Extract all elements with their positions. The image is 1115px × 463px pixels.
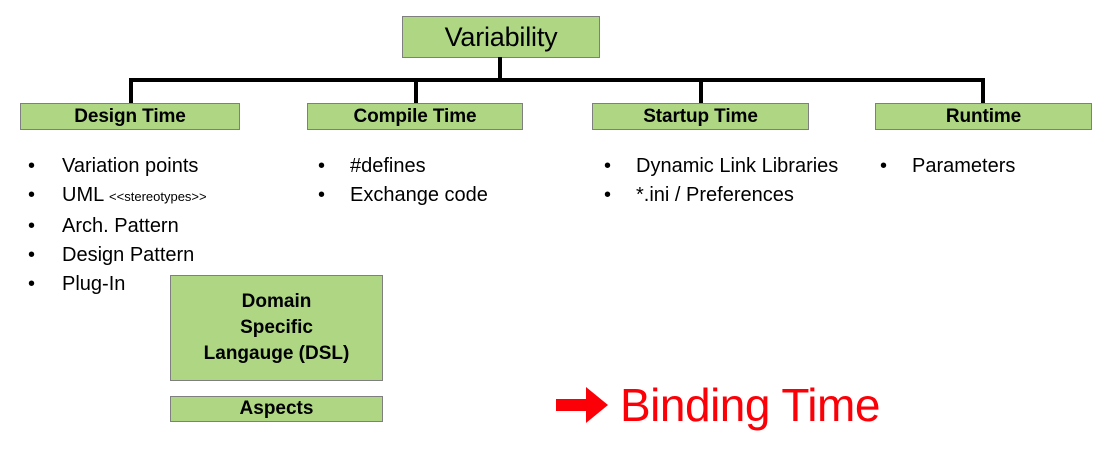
connector-drop-startup-time: [699, 78, 703, 103]
list-item: • UML <<stereotypes>>: [28, 181, 298, 211]
binding-time-callout: Binding Time: [556, 382, 880, 428]
list-item-label: Design Pattern: [62, 244, 195, 266]
list-item: • *.ini / Preferences: [604, 181, 852, 209]
bullet-marker-icon: •: [604, 184, 612, 206]
node-dsl-line-1: Domain: [241, 291, 312, 312]
node-design-time-label: Design Time: [74, 105, 186, 127]
bullet-marker-icon: •: [318, 184, 326, 206]
node-runtime[interactable]: Runtime: [875, 103, 1092, 130]
bullet-marker-icon: •: [28, 215, 36, 237]
bullet-marker-icon: •: [318, 155, 326, 177]
list-item: • Design Pattern: [28, 241, 298, 269]
list-item: • Variation points: [28, 152, 298, 180]
list-item: • Exchange code: [318, 181, 548, 209]
list-item-label: *.ini / Preferences: [636, 184, 794, 206]
list-item: • Arch. Pattern: [28, 212, 298, 240]
list-item-label: Dynamic Link Libraries: [636, 155, 839, 177]
node-aspects-label: Aspects: [239, 398, 314, 419]
list-item-label: Parameters: [912, 155, 1016, 177]
list-item-label: Plug-In: [62, 273, 126, 295]
node-compile-time-label: Compile Time: [353, 105, 477, 127]
bullet-list-runtime: • Parameters: [880, 152, 1105, 181]
list-item-label: Exchange code: [350, 184, 488, 206]
bullet-list-design-time: • Variation points • UML <<stereotypes>>…: [28, 152, 298, 299]
list-item-label: Variation points: [62, 155, 199, 177]
connector-drop-design-time: [129, 78, 133, 103]
bullet-marker-icon: •: [604, 155, 612, 177]
list-item-label: UML <<stereotypes>>: [62, 181, 298, 211]
bullet-list-compile-time: • #defines • Exchange code: [318, 152, 548, 210]
connector-horizontal-bar: [129, 78, 985, 82]
connector-drop-compile-time: [414, 78, 418, 103]
list-item: • Plug-In: [28, 270, 298, 298]
node-variability-label: Variability: [444, 21, 558, 52]
node-runtime-label: Runtime: [945, 105, 1022, 127]
node-startup-time-label: Startup Time: [643, 105, 758, 127]
bullet-list-startup-time: • Dynamic Link Libraries • *.ini / Prefe…: [604, 152, 852, 210]
bullet-marker-icon: •: [28, 244, 36, 266]
node-aspects[interactable]: Aspects: [170, 396, 383, 422]
node-compile-time[interactable]: Compile Time: [307, 103, 523, 130]
list-item: • #defines: [318, 152, 548, 180]
connector-drop-runtime: [981, 78, 985, 103]
list-item: • Parameters: [880, 152, 1105, 180]
binding-time-label: Binding Time: [620, 379, 880, 431]
list-item-main-text: UML: [62, 184, 110, 206]
bullet-marker-icon: •: [28, 155, 36, 177]
list-item-stereotype-text: <<stereotypes>>: [109, 189, 207, 204]
node-domain-specific-language[interactable]: Domain Specific Langauge (DSL): [170, 275, 383, 381]
node-variability[interactable]: Variability: [402, 16, 600, 58]
connector-root-stem: [498, 57, 502, 81]
node-design-time[interactable]: Design Time: [20, 103, 240, 130]
list-item-label: Arch. Pattern: [62, 215, 179, 237]
bullet-marker-icon: •: [28, 184, 36, 206]
bullet-marker-icon: •: [28, 273, 36, 295]
node-startup-time[interactable]: Startup Time: [592, 103, 809, 130]
bullet-marker-icon: •: [880, 155, 888, 177]
right-arrow-icon: [556, 387, 608, 423]
node-dsl-line-2: Specific: [240, 317, 313, 338]
list-item: • Dynamic Link Libraries: [604, 152, 852, 180]
node-dsl-line-3: Langauge (DSL): [203, 343, 350, 364]
list-item-label: #defines: [350, 155, 426, 177]
